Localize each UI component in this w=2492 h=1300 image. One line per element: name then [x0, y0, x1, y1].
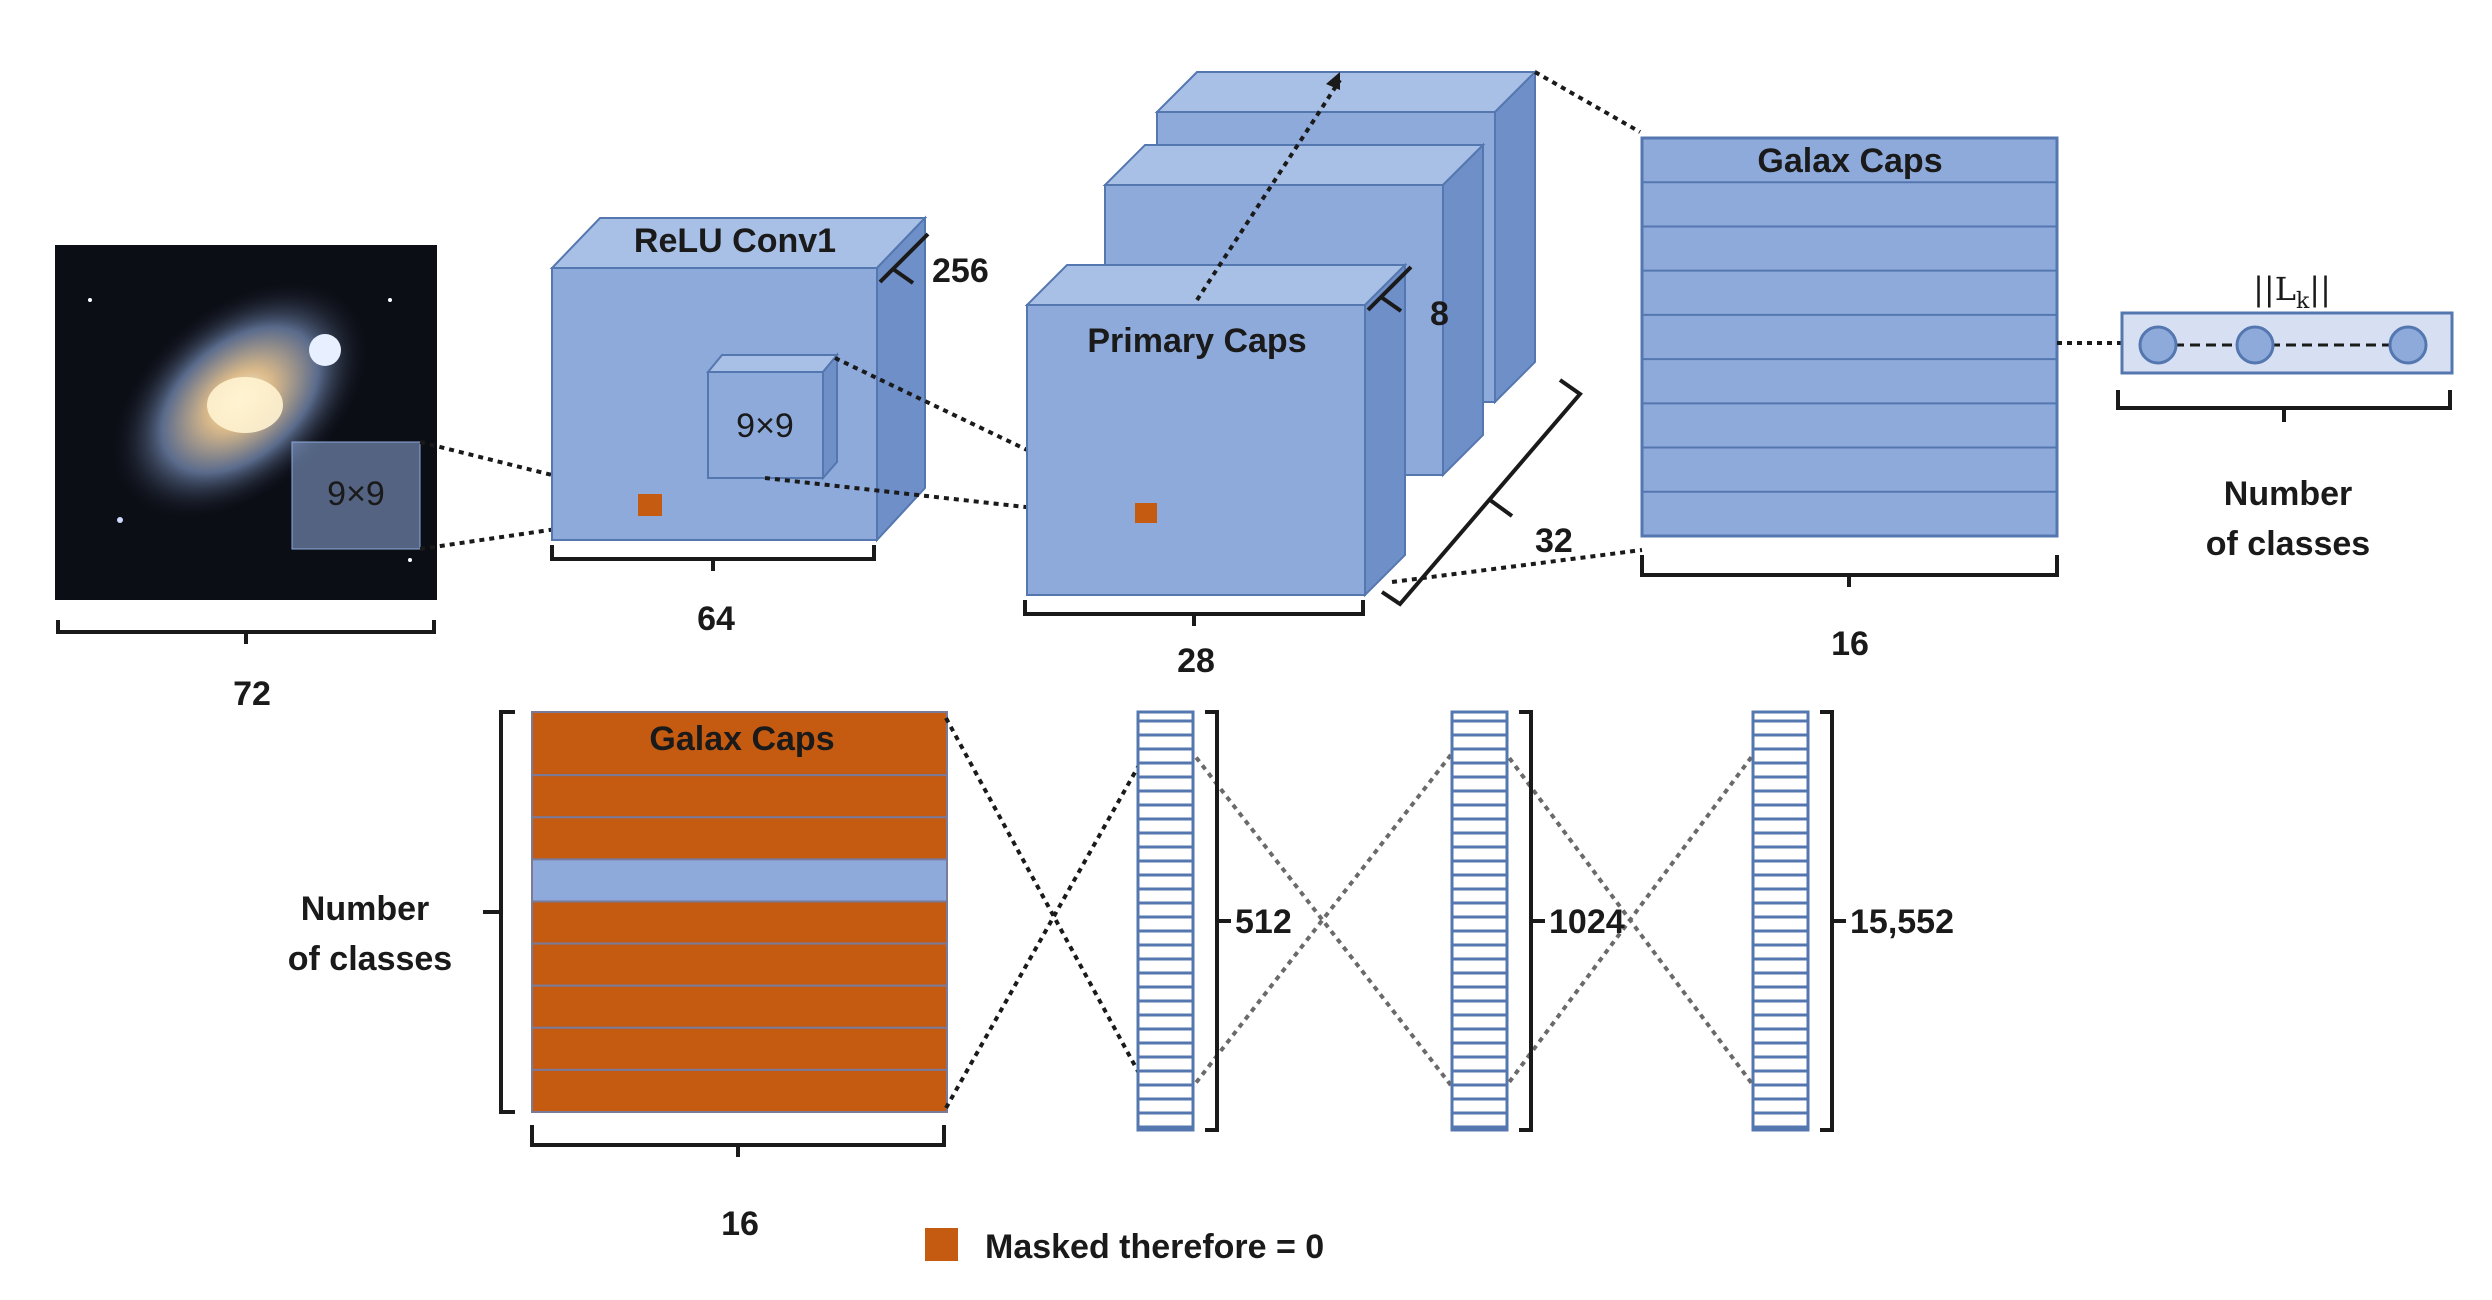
primary-caps-block-front [1024, 262, 1408, 598]
primary-arrow-up [1195, 78, 1342, 302]
masked-capsule-row [531, 984, 948, 1029]
arrow-head [1326, 72, 1340, 90]
masked-classes-label-line1: Number [301, 890, 429, 928]
legend-masked-swatch [925, 1228, 958, 1261]
decoder-layer-brace [1205, 710, 1231, 1132]
primary-depth-label: 8 [1430, 295, 1449, 333]
decoder-fc-layer [1751, 710, 1810, 1132]
conv1-kernel-label: 9×9 [736, 407, 794, 445]
output-length-vector [2120, 311, 2454, 375]
primary-count-brace [1380, 378, 1583, 607]
decoder-fc-layer [1450, 710, 1509, 1132]
legend-text: Masked therefore = 0 [985, 1228, 1324, 1266]
conv1-width-brace [550, 545, 876, 571]
decoder-layers: 512 1024 15,552 [944, 710, 1954, 1132]
output-classes-brace [2116, 390, 2452, 422]
decoder-connection [1477, 716, 1783, 1124]
primary-width-label: 28 [1177, 642, 1215, 680]
primary-caps-title: Primary Caps [1087, 322, 1306, 360]
masked-capsule-row [531, 711, 948, 777]
input-size-label: 72 [233, 675, 271, 713]
projection-line [1534, 70, 1641, 134]
masked-capsule-row [531, 816, 948, 861]
masked-galax-caps-matrix [531, 711, 948, 1114]
masked-capsule-row [531, 1026, 948, 1071]
primary-count-label: 32 [1535, 522, 1573, 560]
conv1-title: ReLU Conv1 [634, 222, 836, 260]
masked-width-brace [530, 1125, 946, 1157]
decoder-layer-size-label: 15,552 [1850, 903, 1954, 941]
masked-capsule-row [531, 1068, 948, 1114]
conv1-width-label: 64 [697, 600, 735, 638]
galax-caps-matrix [1640, 136, 2059, 538]
output-node [2388, 325, 2428, 365]
masked-capsule-row [531, 900, 948, 945]
galax-caps-title: Galax Caps [1757, 142, 1942, 180]
primary-width-brace [1023, 600, 1365, 626]
masked-classes-label-line2: of classes [288, 940, 452, 978]
input-width-brace [56, 620, 436, 644]
masked-capsule-row [531, 942, 948, 987]
masked-width-label: 16 [721, 1205, 759, 1243]
input-kernel-patch [291, 441, 421, 550]
primary-unit-marker [1135, 503, 1157, 523]
conv1-depth-brace [878, 232, 930, 285]
decoder-layer-brace [1519, 710, 1545, 1132]
decoder-layer-brace [1820, 710, 1846, 1132]
input-kernel-label: 9×9 [327, 475, 385, 513]
decoder-fc-layer [1136, 710, 1195, 1132]
output-node [2235, 325, 2275, 365]
masked-classes-brace [483, 710, 515, 1114]
projection-line [764, 476, 1143, 522]
decoder-connection [944, 717, 1168, 1123]
selected-capsule-row [531, 858, 948, 903]
decoder-layer-size-label: 512 [1235, 903, 1292, 941]
output-classes-label-line2: of classes [2206, 525, 2370, 563]
decoder-connection [944, 717, 1168, 1109]
conv1-depth-label: 256 [932, 252, 989, 290]
masked-galax-caps-title: Galax Caps [649, 720, 834, 758]
decoder-layer-size-label: 1024 [1549, 903, 1625, 941]
output-node [2138, 325, 2178, 365]
conv1-inner-kernel-cube [705, 352, 840, 481]
conv1-unit-marker [638, 494, 662, 516]
galax-width-brace [1640, 555, 2059, 587]
primary-depth-brace [1366, 265, 1413, 313]
galax-width-label: 16 [1831, 625, 1869, 663]
output-norm-label: ||Lk|| [2253, 270, 2331, 314]
masked-capsule-row [531, 774, 948, 819]
output-classes-label-line1: Number [2224, 475, 2352, 513]
projection-line [1391, 548, 1643, 584]
